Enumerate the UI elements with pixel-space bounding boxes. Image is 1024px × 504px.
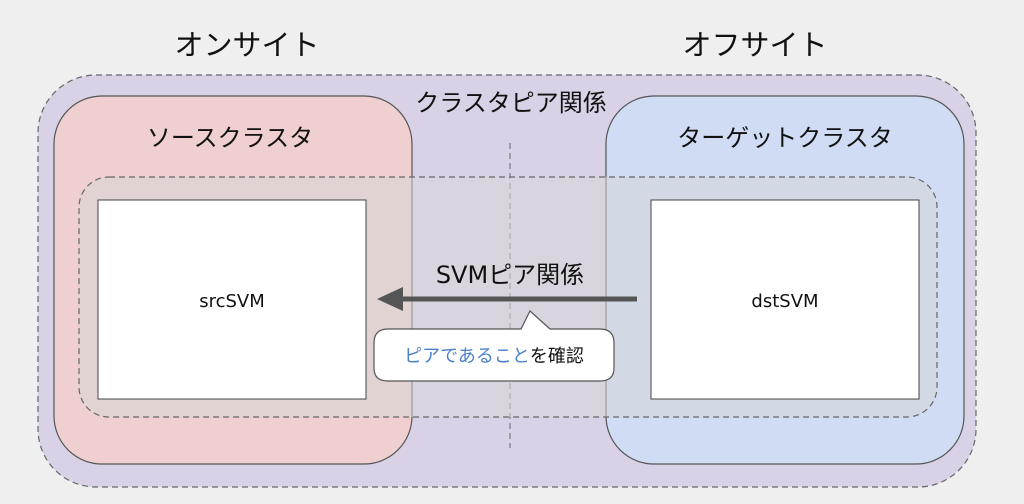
- svm-peer-label: SVMピア関係: [436, 261, 584, 289]
- onsite-label: オンサイト: [174, 28, 319, 62]
- src-svm-box: [97, 199, 367, 400]
- offsite-label: オフサイト: [682, 28, 827, 62]
- svm-peer-arrow-head: [377, 287, 403, 311]
- callout-rest: を確認: [530, 346, 584, 367]
- src-svm-label: srcSVM: [199, 291, 265, 312]
- callout-bubble: [373, 310, 615, 382]
- dst-svm-label: dstSVM: [751, 291, 818, 312]
- cluster-peer-label: クラスタピア関係: [415, 89, 607, 117]
- callout-text: ピアであることを確認: [404, 346, 584, 367]
- source-cluster-label: ソースクラスタ: [147, 124, 313, 152]
- dst-svm-box: [650, 199, 920, 400]
- callout-highlight: ピアであること: [404, 346, 530, 367]
- target-cluster-label: ターゲットクラスタ: [677, 124, 893, 152]
